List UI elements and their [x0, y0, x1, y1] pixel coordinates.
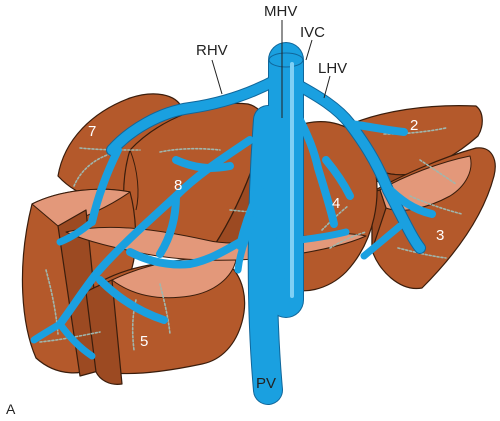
mhv-label: MHV [264, 3, 297, 20]
segment-7-number: 7 [88, 123, 96, 140]
segment-8-number: 8 [174, 177, 182, 194]
rhv-vessel [107, 75, 281, 155]
ivc-label: IVC [300, 24, 325, 41]
rhv-label: RHV [196, 42, 228, 59]
pv-vessel [248, 106, 282, 404]
segment-6-number: 6 [14, 301, 22, 318]
vessel-tree [30, 42, 436, 405]
pv-label: PV [256, 375, 276, 392]
segment-2-number: 2 [410, 117, 418, 134]
segment-3-number: 3 [436, 227, 444, 244]
lhv-label: LHV [318, 60, 347, 77]
segment-4-number: 4 [332, 195, 340, 212]
lhv-vessel [291, 79, 425, 253]
segment-5-number: 5 [140, 333, 148, 350]
panel-label: A [6, 401, 16, 417]
